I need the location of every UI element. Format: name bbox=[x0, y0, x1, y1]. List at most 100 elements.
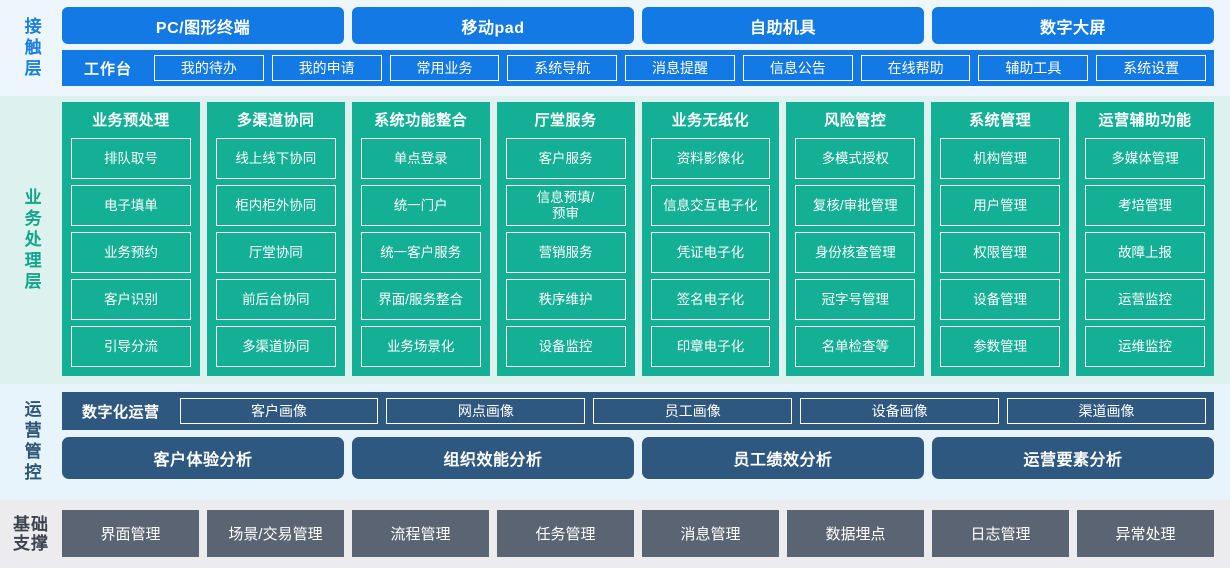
biz-item-inside-outside-counter-sync[interactable]: 柜内柜外协同 bbox=[215, 185, 336, 226]
biz-column-title: 运营辅助功能 bbox=[1098, 112, 1192, 129]
biz-item-maintenance-monitor[interactable]: 运维监控 bbox=[1085, 326, 1205, 367]
biz-item-single-sign-on[interactable]: 单点登录 bbox=[360, 138, 481, 179]
layer-label-contact: 接触层 bbox=[0, 0, 62, 96]
portrait-employee[interactable]: 员工画像 bbox=[593, 398, 793, 424]
analysis-row: 客户体验分析 组织效能分析 员工绩效分析 运营要素分析 bbox=[62, 437, 1214, 479]
biz-item-org-management[interactable]: 机构管理 bbox=[940, 138, 1061, 179]
biz-item-prefill-prereview[interactable]: 信息预填/ 预审 bbox=[505, 185, 626, 226]
biz-item-training-management[interactable]: 考培管理 bbox=[1085, 185, 1205, 226]
analysis-organizational-efficiency[interactable]: 组织效能分析 bbox=[352, 437, 634, 479]
nav-item-my-application[interactable]: 我的申请 bbox=[271, 55, 382, 81]
biz-item-marketing-service[interactable]: 营销服务 bbox=[505, 232, 626, 273]
biz-item-customer-identify[interactable]: 客户识别 bbox=[71, 279, 191, 320]
layer-operations: 运营管控 数字化运营 客户画像 网点画像 员工画像 设备画像 渠道画像 客户体验… bbox=[0, 384, 1230, 500]
nav-item-announcement[interactable]: 信息公告 bbox=[742, 55, 853, 81]
nav-item-system-settings[interactable]: 系统设置 bbox=[1096, 55, 1207, 81]
biz-item-fault-report[interactable]: 故障上报 bbox=[1085, 232, 1205, 273]
base-item-task-management[interactable]: 任务管理 bbox=[497, 510, 634, 557]
analysis-operation-elements[interactable]: 运营要素分析 bbox=[932, 437, 1214, 479]
biz-item-signature-digital[interactable]: 签名电子化 bbox=[650, 279, 771, 320]
channel-pc[interactable]: PC/图形终端 bbox=[62, 7, 344, 44]
biz-item-info-exchange-digital[interactable]: 信息交互电子化 bbox=[650, 185, 771, 226]
base-item-exception-handling[interactable]: 异常处理 bbox=[1077, 510, 1214, 557]
nav-workbench-title[interactable]: 工作台 bbox=[84, 60, 133, 78]
base-item-scenario-transaction-management[interactable]: 场景/交易管理 bbox=[207, 510, 344, 557]
nav-item-system-navigation[interactable]: 系统导航 bbox=[507, 55, 618, 81]
nav-item-common-business[interactable]: 常用业务 bbox=[389, 55, 500, 81]
base-item-message-management[interactable]: 消息管理 bbox=[642, 510, 779, 557]
biz-item-unified-portal[interactable]: 统一门户 bbox=[360, 185, 481, 226]
biz-item-document-imaging[interactable]: 资料影像化 bbox=[650, 138, 771, 179]
base-item-process-management[interactable]: 流程管理 bbox=[352, 510, 489, 557]
layer-label-operations: 运营管控 bbox=[0, 384, 62, 500]
channel-self-service-kiosk[interactable]: 自助机具 bbox=[642, 7, 924, 44]
biz-item-online-offline-sync[interactable]: 线上线下协同 bbox=[215, 138, 336, 179]
biz-item-operation-monitor[interactable]: 运营监控 bbox=[1085, 279, 1205, 320]
portrait-branch[interactable]: 网点画像 bbox=[386, 398, 586, 424]
portrait-customer[interactable]: 客户画像 bbox=[179, 398, 379, 424]
biz-column-title: 业务预处理 bbox=[92, 112, 170, 129]
nav-item-aux-tools[interactable]: 辅助工具 bbox=[978, 55, 1089, 81]
biz-item-lobby-sync[interactable]: 厅堂协同 bbox=[215, 232, 336, 273]
biz-column-title: 系统功能整合 bbox=[374, 112, 468, 129]
biz-item-front-back-office-sync[interactable]: 前后台协同 bbox=[215, 279, 336, 320]
biz-item-appointment[interactable]: 业务预约 bbox=[71, 232, 191, 273]
biz-item-identity-verification[interactable]: 身份核查管理 bbox=[795, 232, 916, 273]
base-item-ui-management[interactable]: 界面管理 bbox=[62, 510, 199, 557]
biz-item-unified-customer-service[interactable]: 统一客户服务 bbox=[360, 232, 481, 273]
biz-item-voucher-digital[interactable]: 凭证电子化 bbox=[650, 232, 771, 273]
channel-mobile-pad[interactable]: 移动pad bbox=[352, 7, 634, 44]
nav-item-message-alert[interactable]: 消息提醒 bbox=[625, 55, 735, 81]
base-item-data-tracking[interactable]: 数据埋点 bbox=[787, 510, 924, 557]
biz-column-preprocess: 业务预处理 排队取号 电子填单 业务预约 客户识别 引导分流 bbox=[62, 102, 200, 376]
biz-item-ui-service-integration[interactable]: 界面/服务整合 bbox=[360, 279, 481, 320]
digital-operations-title: 数字化运营 bbox=[82, 403, 160, 421]
layer-label-base-line2: 支撑 bbox=[13, 534, 49, 553]
layer-business-body: 业务预处理 排队取号 电子填单 业务预约 客户识别 引导分流 多渠道协同 线上线… bbox=[62, 96, 1230, 384]
channel-digital-screen[interactable]: 数字大屏 bbox=[932, 7, 1214, 44]
biz-item-queue-ticket[interactable]: 排队取号 bbox=[71, 138, 191, 179]
biz-column-title: 系统管理 bbox=[969, 112, 1032, 129]
layer-contact: 接触层 PC/图形终端 移动pad 自助机具 数字大屏 工作台 我的待办 我的申… bbox=[0, 0, 1230, 96]
biz-item-parameter-management[interactable]: 参数管理 bbox=[940, 326, 1061, 367]
nav-item-my-todo[interactable]: 我的待办 bbox=[154, 55, 264, 81]
biz-column-title: 风险管控 bbox=[824, 112, 887, 129]
biz-item-customer-service[interactable]: 客户服务 bbox=[505, 138, 626, 179]
biz-item-guide-diversion[interactable]: 引导分流 bbox=[71, 326, 191, 367]
portrait-channel[interactable]: 渠道画像 bbox=[1007, 398, 1206, 424]
biz-item-multichannel-sync[interactable]: 多渠道协同 bbox=[215, 326, 336, 367]
nav-item-online-help[interactable]: 在线帮助 bbox=[860, 55, 971, 81]
analysis-customer-experience[interactable]: 客户体验分析 bbox=[62, 437, 344, 479]
biz-column-title: 业务无纸化 bbox=[671, 112, 750, 129]
biz-item-e-form[interactable]: 电子填单 bbox=[71, 185, 191, 226]
channel-row: PC/图形终端 移动pad 自助机具 数字大屏 bbox=[62, 7, 1214, 44]
biz-item-business-scenario[interactable]: 业务场景化 bbox=[360, 326, 481, 367]
base-item-log-management[interactable]: 日志管理 bbox=[932, 510, 1069, 557]
biz-column-system-integration: 系统功能整合 单点登录 统一门户 统一客户服务 界面/服务整合 业务场景化 bbox=[351, 102, 490, 376]
biz-item-review-approval[interactable]: 复核/审批管理 bbox=[795, 185, 916, 226]
biz-item-device-management[interactable]: 设备管理 bbox=[940, 279, 1061, 320]
analysis-employee-performance[interactable]: 员工绩效分析 bbox=[642, 437, 924, 479]
biz-column-paperless: 业务无纸化 资料影像化 信息交互电子化 凭证电子化 签名电子化 印章电子化 bbox=[641, 102, 780, 376]
biz-item-device-monitor[interactable]: 设备监控 bbox=[505, 326, 626, 367]
biz-item-permission-management[interactable]: 权限管理 bbox=[940, 232, 1061, 273]
biz-column-ops-support: 运营辅助功能 多媒体管理 考培管理 故障上报 运营监控 运维监控 bbox=[1076, 102, 1214, 376]
biz-item-multimode-authorization[interactable]: 多模式授权 bbox=[795, 138, 916, 179]
digital-operations-bar: 数字化运营 客户画像 网点画像 员工画像 设备画像 渠道画像 bbox=[62, 392, 1214, 430]
biz-item-watchlist-check[interactable]: 名单检查等 bbox=[795, 326, 916, 367]
portrait-device[interactable]: 设备画像 bbox=[800, 398, 1000, 424]
biz-column-title: 多渠道协同 bbox=[237, 112, 315, 129]
biz-item-serial-number-management[interactable]: 冠字号管理 bbox=[795, 279, 916, 320]
layer-label-business: 业务处理层 bbox=[0, 96, 62, 384]
workbench-nav-bar: 工作台 我的待办 我的申请 常用业务 系统导航 消息提醒 信息公告 在线帮助 辅… bbox=[62, 50, 1214, 86]
biz-item-seal-digital[interactable]: 印章电子化 bbox=[650, 326, 771, 367]
layer-contact-body: PC/图形终端 移动pad 自助机具 数字大屏 工作台 我的待办 我的申请 常用… bbox=[62, 0, 1230, 96]
biz-column-title: 厅堂服务 bbox=[534, 112, 597, 129]
layer-label-base-line1: 基础 bbox=[13, 514, 49, 534]
biz-item-user-management[interactable]: 用户管理 bbox=[940, 185, 1061, 226]
layer-base-support: 基础 支撑 界面管理 场景/交易管理 流程管理 任务管理 消息管理 数据埋点 日… bbox=[0, 500, 1230, 568]
biz-item-multimedia-management[interactable]: 多媒体管理 bbox=[1085, 138, 1205, 179]
biz-item-order-maintenance[interactable]: 秩序维护 bbox=[505, 279, 626, 320]
layer-label-base-support: 基础 支撑 bbox=[0, 500, 62, 568]
